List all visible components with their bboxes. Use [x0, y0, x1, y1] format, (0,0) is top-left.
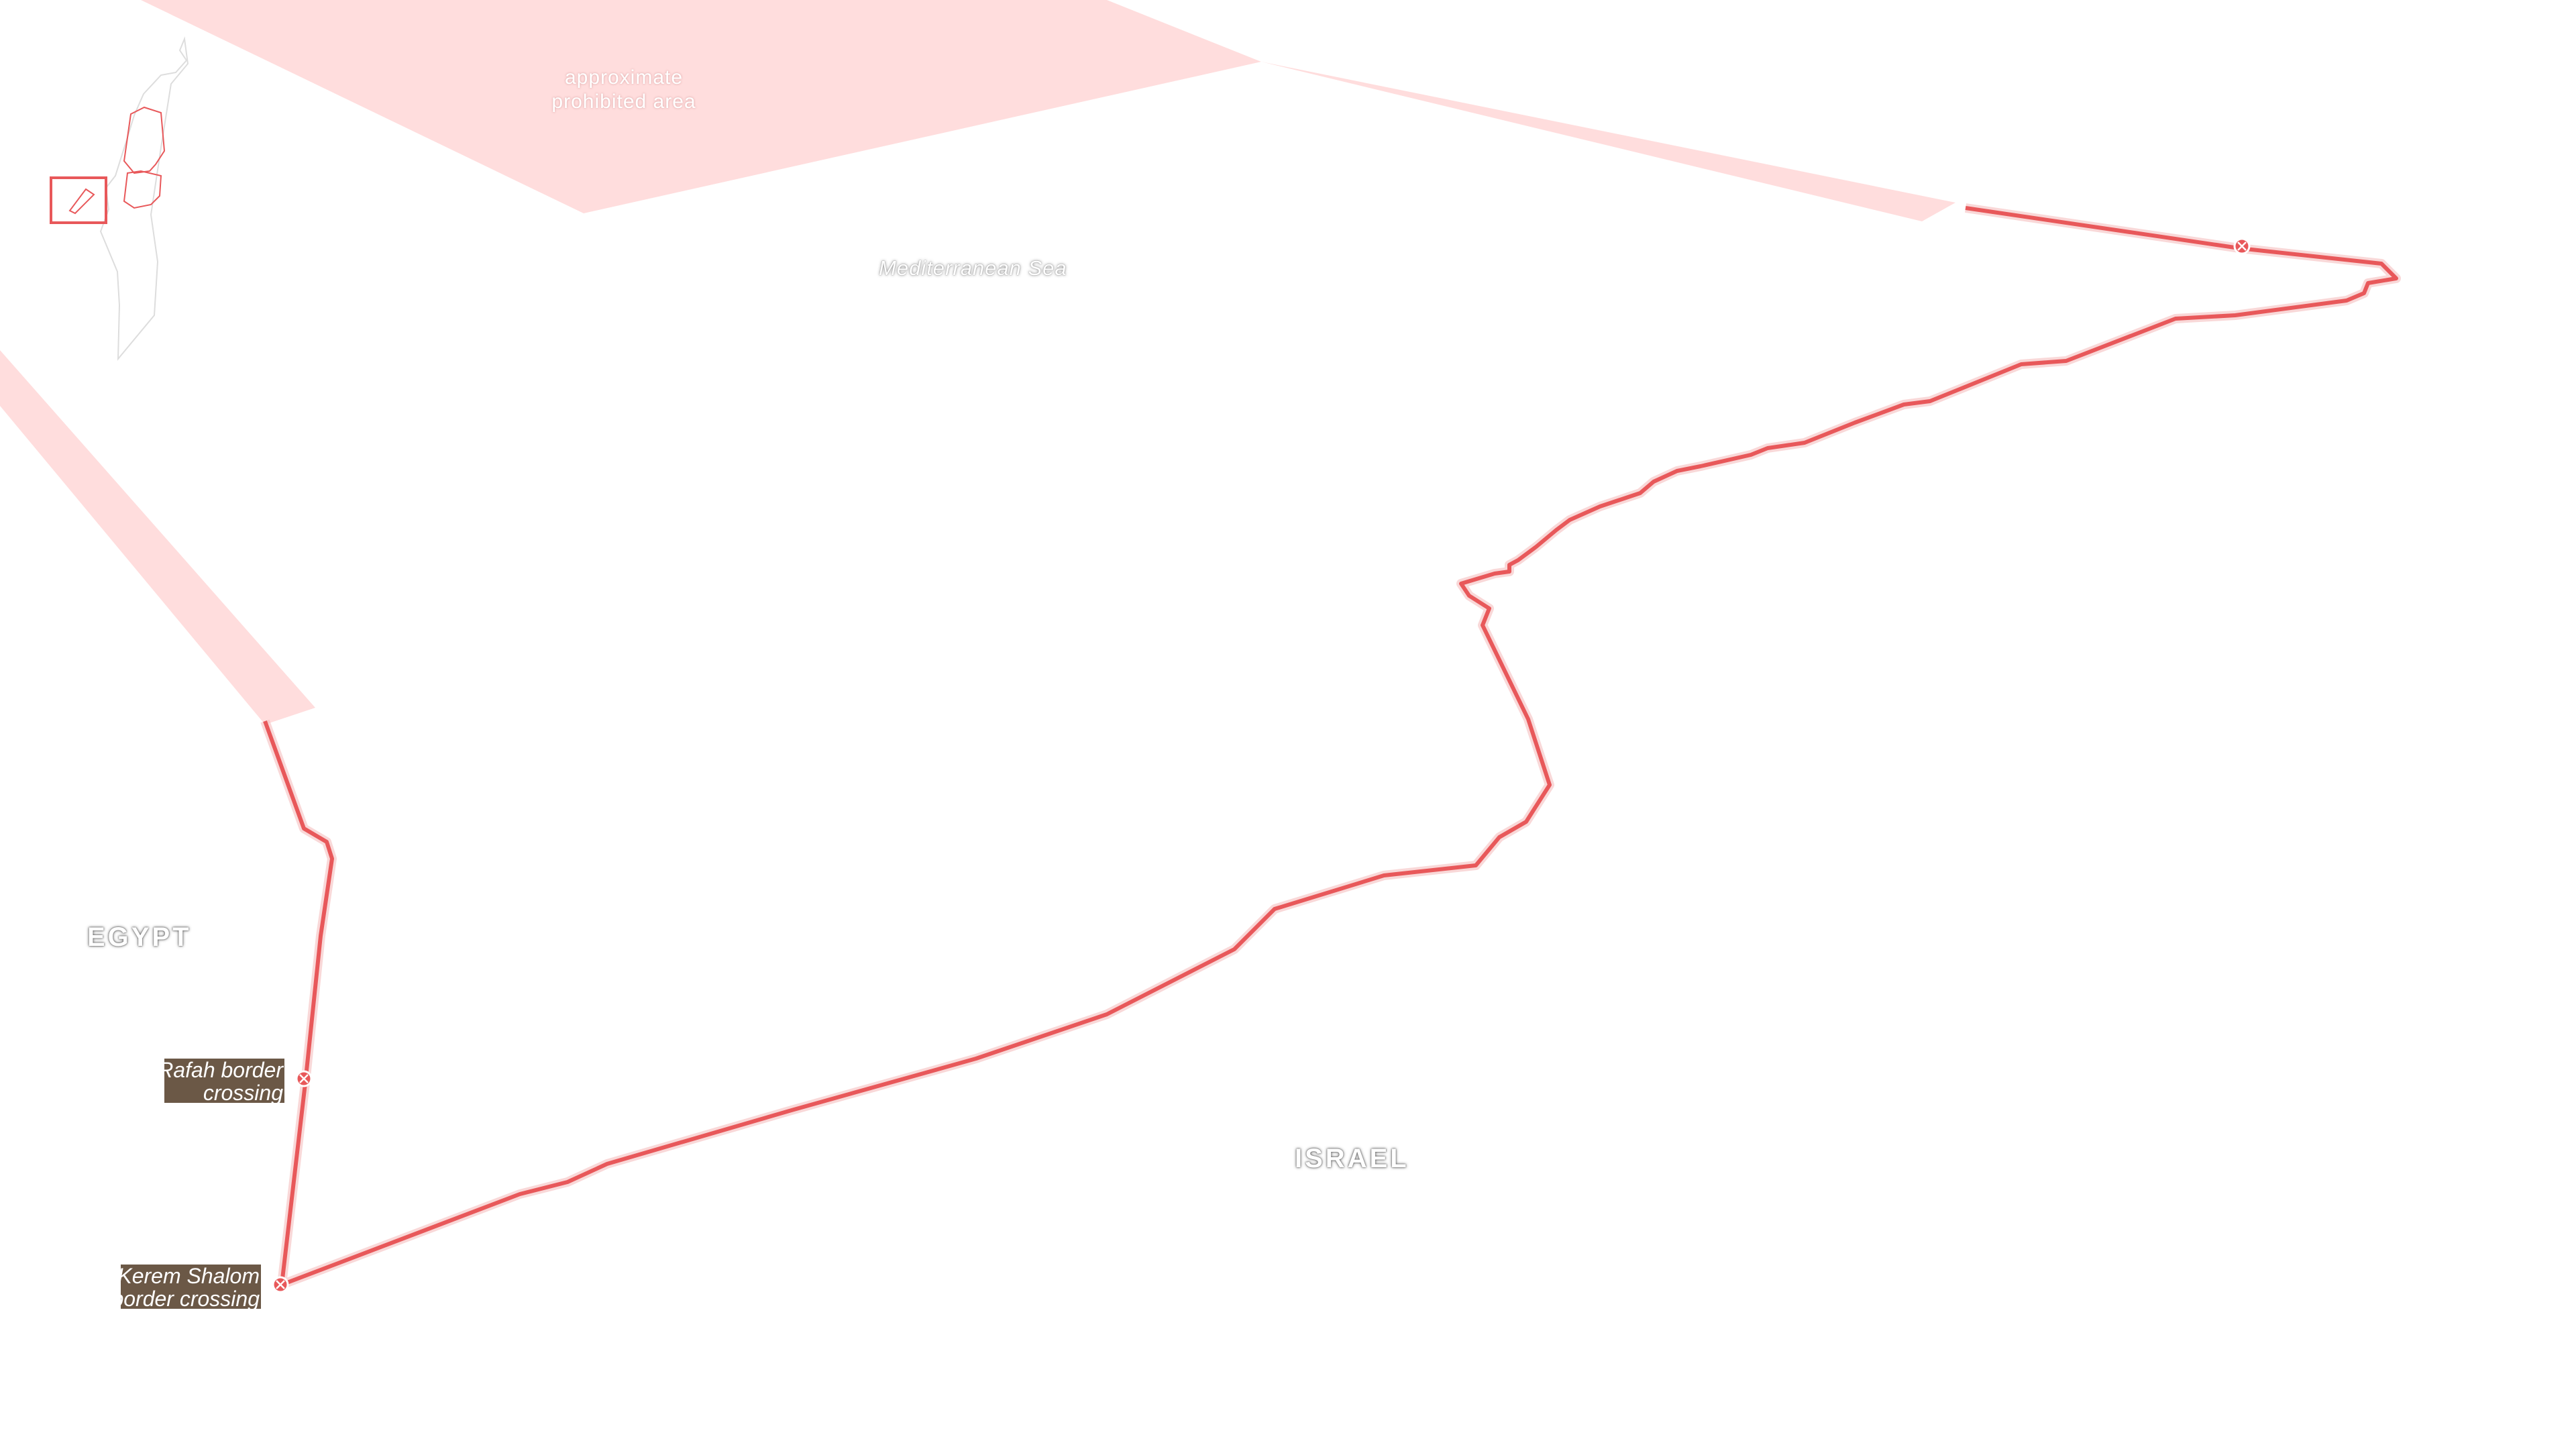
gaza-border-line: [263, 206, 2398, 1287]
prohibited-area-north: [141, 0, 1955, 221]
inset-locator-box: [50, 176, 107, 224]
crossing-marker-icon[interactable]: [295, 1070, 313, 1087]
inset-gaza-shape: [68, 188, 95, 215]
gaza-border-glow: [260, 203, 2401, 1289]
crossing-label-rafah[interactable]: Rafah border crossing: [164, 1059, 284, 1103]
country-label-egypt: EGYPT: [87, 922, 192, 952]
crossing-marker-icon[interactable]: [272, 1276, 289, 1293]
sea-label: Mediterranean Sea: [879, 256, 1067, 280]
crossing-marker-icon[interactable]: [2233, 237, 2251, 255]
inset-locator-map: [50, 36, 189, 361]
country-label-israel: ISRAEL: [1295, 1144, 1409, 1173]
inset-country-outline: [99, 36, 189, 361]
crossing-label-kerem-shalom[interactable]: Kerem Shalom border crossing: [121, 1265, 261, 1309]
prohibited-area-label: approximate prohibited area: [551, 66, 696, 113]
prohibited-area-southwest: [0, 350, 315, 724]
inset-west-bank-outline-lower: [123, 170, 162, 209]
inset-west-bank-outline: [123, 106, 166, 174]
